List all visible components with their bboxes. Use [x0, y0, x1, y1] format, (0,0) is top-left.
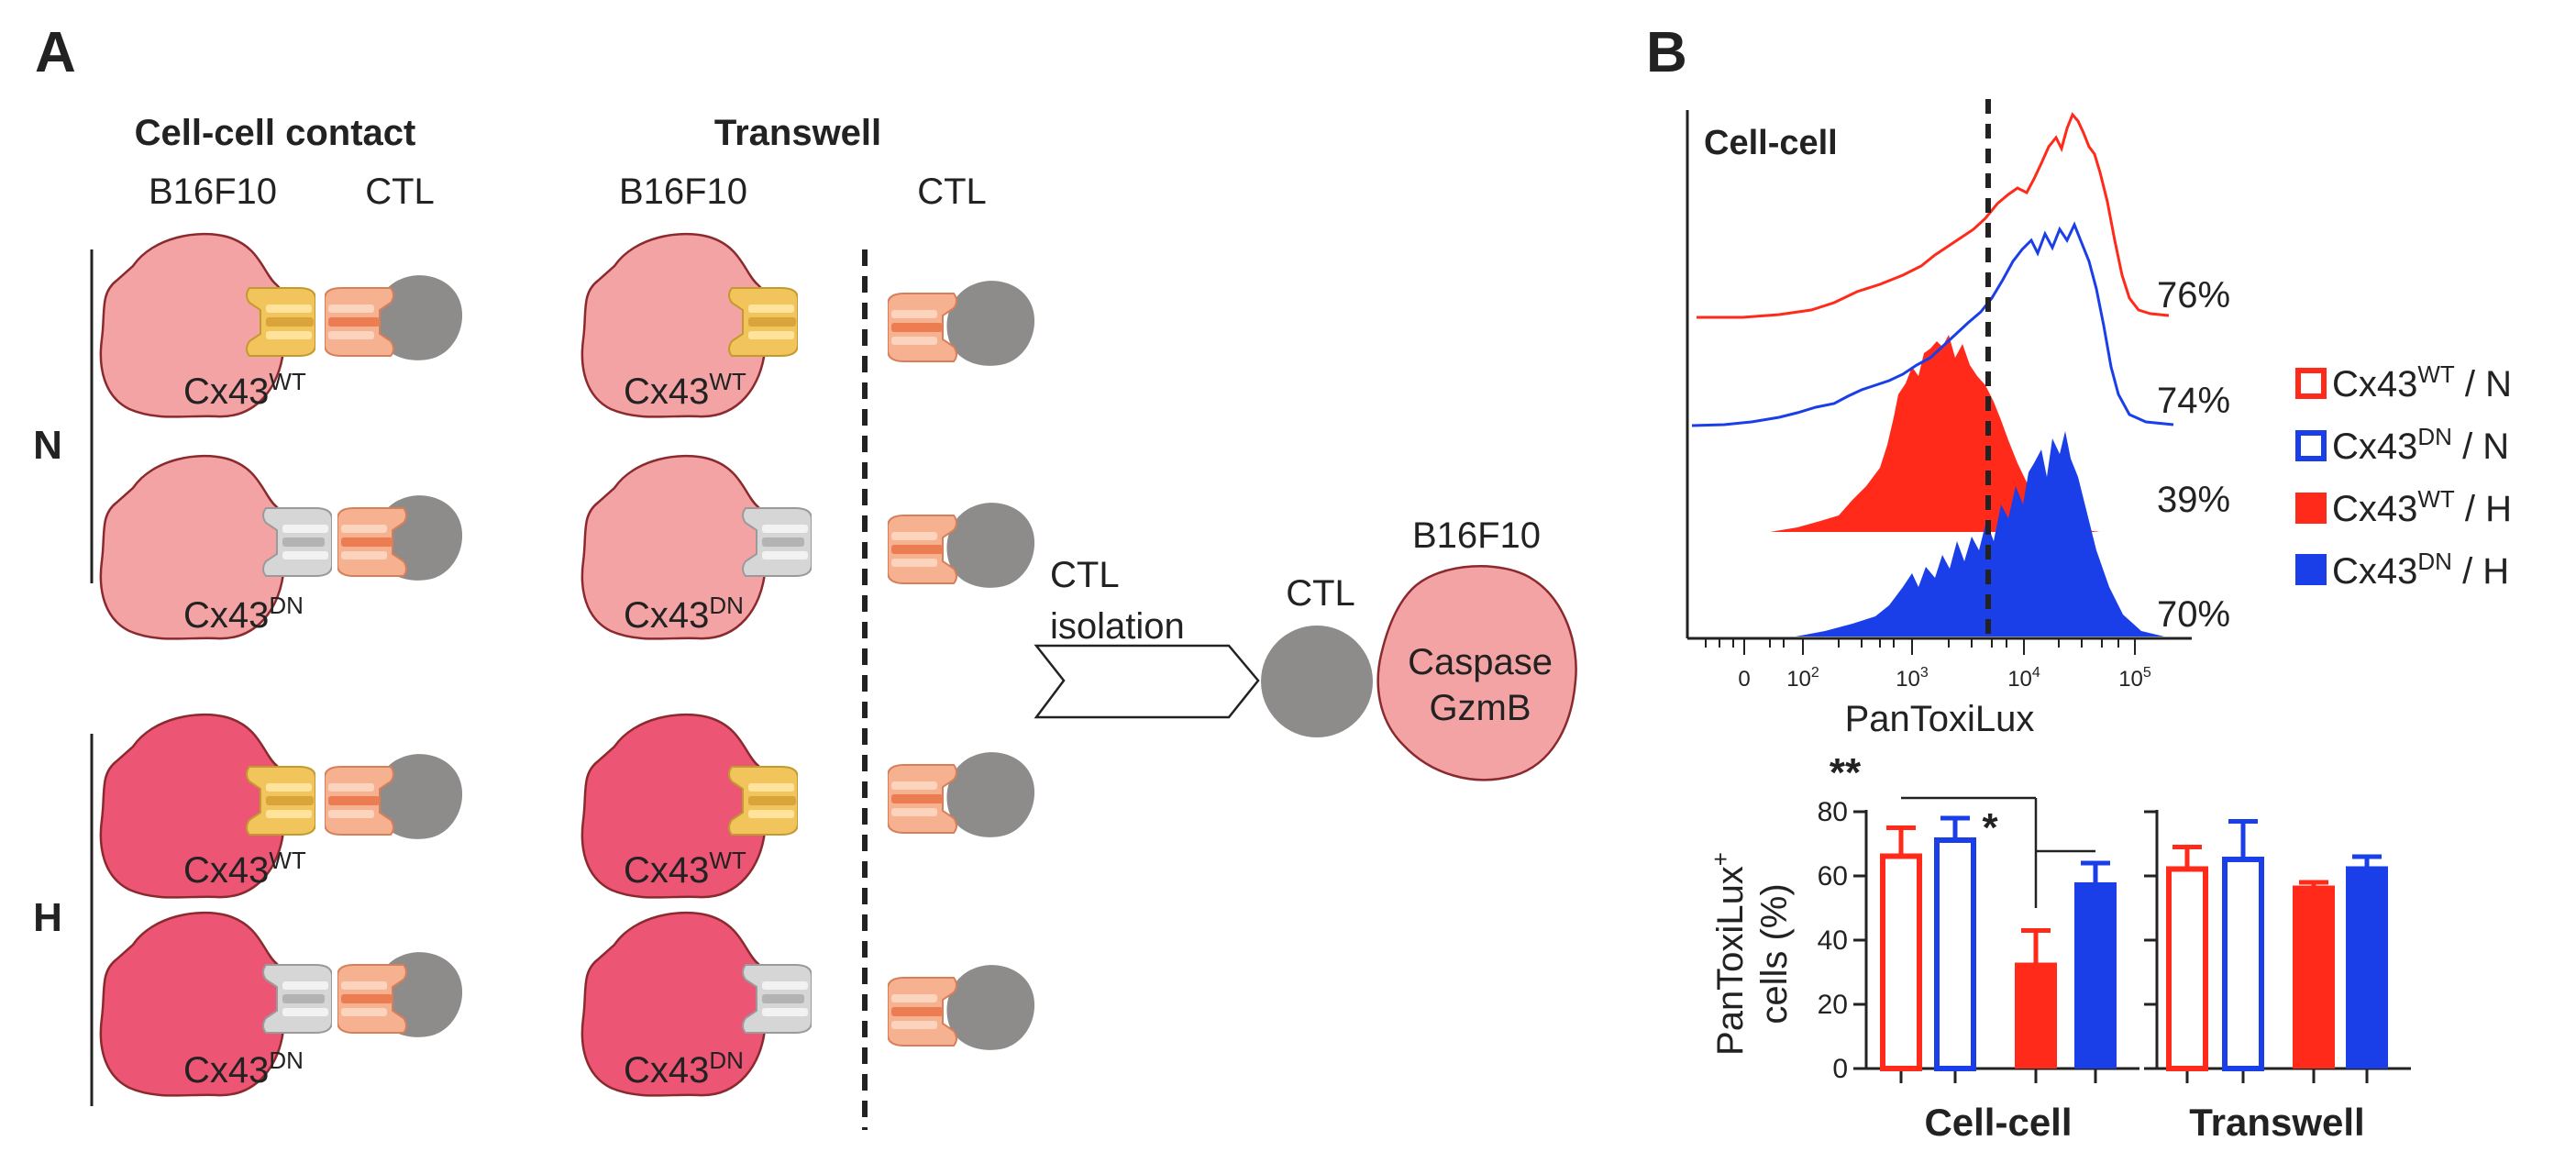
ctl-channel [888, 977, 957, 1047]
col-label-ctl: CTL [365, 172, 435, 212]
bar-y-tick-label-40: 40 [1818, 925, 1848, 956]
right-ctl-label: CTL [1286, 573, 1355, 614]
legend-item-wt-n: Cx43WT / N [2332, 360, 2512, 404]
percent-dn-n: 74% [2157, 381, 2230, 421]
col-label-b16f10-transwell: B16F10 [619, 172, 747, 212]
bar-chart: PanToxiLux+ cells (%) 0 20 40 60 80Cell-cell… [1707, 750, 2411, 1144]
isolation-arrow [1034, 644, 1260, 719]
contact-title: Cell-cell contact [135, 113, 416, 153]
group-label-h: H [33, 895, 62, 940]
legend-swatch-dn-n [2295, 430, 2327, 461]
bar-0-1 [1934, 837, 1976, 1071]
col-label-ctl-transwell: CTL [917, 172, 987, 212]
arrow-label-line2: isolation [1050, 606, 1185, 647]
legend-swatch-wt-h [2295, 493, 2327, 524]
cell-label-transwell-3: Cx43WT [624, 847, 746, 891]
cell-label-transwell-4: Cx43DN [624, 1047, 744, 1091]
percent-wt-h: 39% [2157, 480, 2230, 520]
ctl-channel [888, 764, 957, 834]
hist-tick-2: 103 [1896, 665, 1929, 692]
cell-label-transwell-1: Cx43WT [624, 368, 746, 412]
isolated-ctl-cell [1261, 626, 1373, 737]
legend: Cx43WT / N Cx43DN / N Cx43WT / H Cx43DN … [2295, 360, 2512, 592]
bar-0-3 [2074, 882, 2117, 1069]
hist-tick-4: 105 [2118, 665, 2151, 692]
legend-swatch-dn-h [2295, 554, 2327, 585]
histogram-wt-n [1697, 112, 2170, 319]
bar-y-tick-label-80: 80 [1818, 797, 1848, 827]
bar-1-3 [2346, 866, 2388, 1069]
legend-item-wt-h: Cx43WT / H [2332, 485, 2512, 529]
bar-y-label-line1: PanToxiLux+ [1707, 852, 1751, 1056]
significance-double: ** [1830, 750, 1862, 795]
hist-tick-0: 0 [1738, 667, 1750, 692]
ctl-channel [888, 515, 957, 584]
histogram-wt-h [1770, 335, 2100, 532]
ctl-channel [888, 293, 957, 362]
ctl-cell [946, 281, 1035, 366]
bar-1-1 [2222, 857, 2264, 1071]
bar-0-2 [2015, 962, 2057, 1069]
caspase-label: Caspase [1408, 642, 1553, 682]
bar-0-0 [1880, 853, 1922, 1071]
legend-item-dn-h: Cx43DN / H [2332, 548, 2509, 592]
histogram-plot: Cell-cell [1686, 99, 2230, 739]
group-label-n: N [33, 423, 62, 468]
bar-y-label-line2: cells (%) [1754, 883, 1795, 1024]
bar-y-tick-label-60: 60 [1818, 861, 1848, 892]
cell-label-contact-4: Cx43DN [183, 1047, 304, 1091]
bar-category-label-1: Transwell [2189, 1101, 2364, 1144]
legend-swatch-wt-n [2295, 368, 2327, 399]
bar-y-tick-label-20: 20 [1818, 990, 1848, 1020]
histogram-title: Cell-cell [1704, 124, 1838, 162]
ctl-cell [946, 503, 1035, 588]
percent-dn-h: 70% [2157, 594, 2230, 635]
gzmb-label: GzmB [1429, 688, 1531, 728]
cell-label-contact-2: Cx43DN [183, 592, 304, 636]
cell-label-transwell-2: Cx43DN [624, 592, 744, 636]
cell-label-contact-3: Cx43WT [183, 847, 306, 891]
target-tumor-cell [1376, 565, 1577, 781]
hist-tick-1: 102 [1786, 665, 1819, 692]
transwell-title: Transwell [714, 113, 881, 153]
legend-item-dn-n: Cx43DN / N [2332, 423, 2509, 467]
histogram-ticks [1705, 638, 2136, 655]
bar-y-tick-label-0: 0 [1832, 1054, 1848, 1084]
hist-tick-3: 104 [2007, 665, 2040, 692]
panel-b-letter: B [1646, 21, 1687, 84]
arrow-label-line1: CTL [1050, 555, 1120, 595]
significance-single: * [1982, 805, 1998, 850]
histogram-x-label: PanToxiLux [1845, 699, 2035, 739]
right-b16f10-label: B16F10 [1412, 515, 1541, 556]
bar-1-2 [2293, 885, 2335, 1069]
cell-label-contact-1: Cx43WT [183, 368, 306, 412]
ctl-cell [946, 965, 1035, 1050]
panel-a-letter: A [35, 21, 76, 84]
histogram-dn-h [1796, 431, 2164, 637]
bar-category-label-0: Cell-cell [1924, 1101, 2072, 1144]
bar-1-0 [2166, 866, 2208, 1071]
percent-wt-n: 76% [2157, 275, 2230, 316]
ctl-cell [946, 752, 1035, 837]
histogram-dn-n [1691, 221, 2174, 427]
col-label-b16f10: B16F10 [149, 172, 277, 212]
